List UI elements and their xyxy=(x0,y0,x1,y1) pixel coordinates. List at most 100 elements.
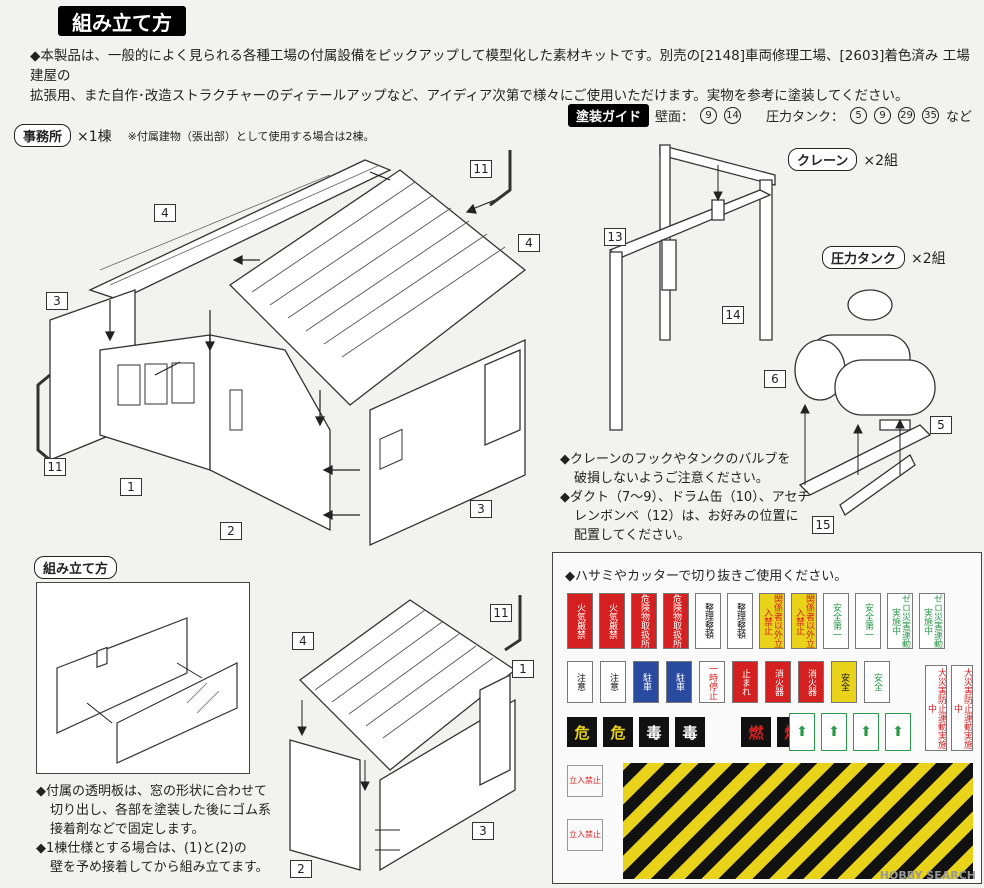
assembly-note-3: 接着剤などで固定します。 xyxy=(50,822,205,837)
part-6-label: 6 xyxy=(764,370,786,388)
sign-row2-5: 一時停止 xyxy=(699,661,725,703)
sign-row1-4: 危険物取扱所 xyxy=(663,593,689,649)
office-note: ※付属建物（張出部）として使用する場合は2棟。 xyxy=(127,129,375,143)
part-2-label-a: 2 xyxy=(220,522,242,540)
part-5-label: 5 xyxy=(930,416,952,434)
assembly-note-2: 切り出し、各部を塗装した後にゴム系 xyxy=(50,803,272,818)
office-label: 事務所 xyxy=(14,124,72,147)
kanji-sign-1: 危 xyxy=(567,717,597,747)
annex-building-illustration xyxy=(280,590,550,880)
kanji-sign-2: 危 xyxy=(603,717,633,747)
paint-guide-badge: 塗装ガイド xyxy=(568,104,650,127)
side-sign-2: 大災害防止運動実施中 xyxy=(951,665,973,751)
sign-row1-1: 火気厳禁 xyxy=(567,593,593,649)
paint-wall-code-2: 14 xyxy=(724,107,742,124)
intro-line-1: ◆本製品は、一般的によく見られる各種工場の付属設備をピックアップして模型化した素… xyxy=(30,48,970,84)
keepout-sign-1-text: 立入禁止 xyxy=(569,776,601,785)
sign-sheet: ◆ハサミやカッターで切り抜きご使用ください。 火気厳禁火気厳禁危険物取扱所危険物… xyxy=(552,552,982,884)
crane-note-3: ◆ダクト（7〜9）、ドラム缶（10）、アセチ xyxy=(560,490,811,505)
transparent-plate-diagram xyxy=(36,582,250,774)
intro-text: ◆本製品は、一般的によく見られる各種工場の付属設備をピックアップして模型化した素… xyxy=(30,46,970,106)
tank-label-row: 圧力タンク ×2組 xyxy=(822,246,946,269)
sign-row1-12: ゼロ災害運動実施中 xyxy=(919,593,945,649)
arrow-sign-2: ⬆ xyxy=(821,713,847,751)
up-arrow-icon: ⬆ xyxy=(892,724,904,740)
paint-tank-code-2: 9 xyxy=(874,107,892,124)
sign-row1-10: 安全第一 xyxy=(855,593,881,649)
sign-row1-9: 安全第一 xyxy=(823,593,849,649)
assembly-label: 組み立て方 xyxy=(34,556,118,579)
office-qty: ×1棟 xyxy=(77,128,112,145)
assembly-note-4: ◆1棟仕様とする場合は、(1)と(2)の xyxy=(36,841,247,856)
crane-note-1: ◆クレーンのフックやタンクのバルブを xyxy=(560,452,791,467)
office-building-illustration xyxy=(30,150,550,550)
sign-row1-3: 危険物取扱所 xyxy=(631,593,657,649)
sign-row2-2: 注意 xyxy=(600,661,626,703)
side-sign-1: 大災害防止運動実施中 xyxy=(925,665,947,751)
sign-row2-9: 安全 xyxy=(831,661,857,703)
crane-label: クレーン xyxy=(788,148,858,171)
kanji-sign-4: 毒 xyxy=(675,717,705,747)
paint-wall-code-1: 9 xyxy=(700,107,718,124)
sign-row1-11: ゼロ災害運動実施中 xyxy=(887,593,913,649)
part-15-label: 15 xyxy=(812,516,834,534)
assembly-notes: ◆付属の透明板は、窓の形状に合わせて 切り出し、各部を塗装した後にゴム系 接着剤… xyxy=(36,782,271,877)
hazard-stripe-panel xyxy=(623,763,973,879)
arrow-sign-1: ⬆ xyxy=(789,713,815,751)
arrow-sign-4: ⬆ xyxy=(885,713,911,751)
watermark: HOBBY SEARCH xyxy=(879,869,976,882)
keepout-sign-1: 立入禁止 xyxy=(567,765,603,797)
office-label-row: 事務所 ×1棟 ※付属建物（張出部）として使用する場合は2棟。 xyxy=(14,124,375,147)
part-11-label-b: 11 xyxy=(44,458,66,476)
sign-row2-1: 注意 xyxy=(567,661,593,703)
page-title: 組み立て方 xyxy=(58,6,186,36)
part-11-label-c: 11 xyxy=(490,604,512,622)
sign-row2-4: 駐車 xyxy=(666,661,692,703)
paint-tank-code-4: 35 xyxy=(922,107,940,124)
tank-label: 圧力タンク xyxy=(822,246,906,269)
sign-row2-6: 止まれ xyxy=(732,661,758,703)
up-arrow-icon: ⬆ xyxy=(796,724,808,740)
sign-row2-7: 消火器 xyxy=(765,661,791,703)
pressure-tank-illustration xyxy=(794,289,950,525)
crane-note-5: 配置してください。 xyxy=(574,528,691,543)
sign-row1-6: 整理整頓 xyxy=(727,593,753,649)
paint-tank-code-1: 5 xyxy=(850,107,868,124)
sign-row2-3: 駐車 xyxy=(633,661,659,703)
part-14-label: 14 xyxy=(722,306,744,324)
sign-row1-7: 関係者以外立入禁止 xyxy=(759,593,785,649)
arrow-sign-3: ⬆ xyxy=(853,713,879,751)
up-arrow-icon: ⬆ xyxy=(828,724,840,740)
part-13-label: 13 xyxy=(604,228,626,246)
crane-note-4: レンボンベ（12）は、お好みの位置に xyxy=(574,509,799,524)
paint-wall-label: 壁面： xyxy=(655,110,695,125)
assembly-note-5: 壁を予め接着してから組み立てます。 xyxy=(50,860,269,875)
crane-illustration xyxy=(600,140,800,440)
part-2-label-b: 2 xyxy=(290,860,312,878)
part-1-label-b: 1 xyxy=(512,660,534,678)
sign-row1-2: 火気厳禁 xyxy=(599,593,625,649)
crane-notes: ◆クレーンのフックやタンクのバルブを 破損しないようご注意ください。 ◆ダクト（… xyxy=(560,450,810,545)
crane-note-2: 破損しないようご注意ください。 xyxy=(574,471,769,486)
part-4-label-b: 4 xyxy=(518,234,540,252)
part-4-label-c: 4 xyxy=(292,632,314,650)
tank-qty: ×2組 xyxy=(911,250,946,267)
assembly-note-1: ◆付属の透明板は、窓の形状に合わせて xyxy=(36,784,267,799)
part-3-label-b: 3 xyxy=(470,500,492,518)
kanji-sign-5: 燃 xyxy=(741,717,771,747)
up-arrow-icon: ⬆ xyxy=(860,724,872,740)
paint-tank-code-3: 29 xyxy=(898,107,916,124)
crane-qty: ×2組 xyxy=(863,152,898,169)
sign-row2-10: 安全 xyxy=(864,661,890,703)
intro-line-2: 拡張用、また自作･改造ストラクチャーのディテールアップなど、アイディア次第で様々… xyxy=(30,88,909,104)
sign-row2-8: 消火器 xyxy=(798,661,824,703)
kanji-sign-3: 毒 xyxy=(639,717,669,747)
sign-row1-5: 整理整頓 xyxy=(695,593,721,649)
crane-label-row: クレーン ×2組 xyxy=(788,148,898,171)
part-3-label-a: 3 xyxy=(46,292,68,310)
keepout-sign-2-text: 立入禁止 xyxy=(569,830,601,839)
sign-sheet-instruction: ◆ハサミやカッターで切り抜きご使用ください。 xyxy=(565,569,848,584)
part-11-label-a: 11 xyxy=(470,160,492,178)
sign-row1-8: 関係者以外立入禁止 xyxy=(791,593,817,649)
part-3-label-c: 3 xyxy=(472,822,494,840)
